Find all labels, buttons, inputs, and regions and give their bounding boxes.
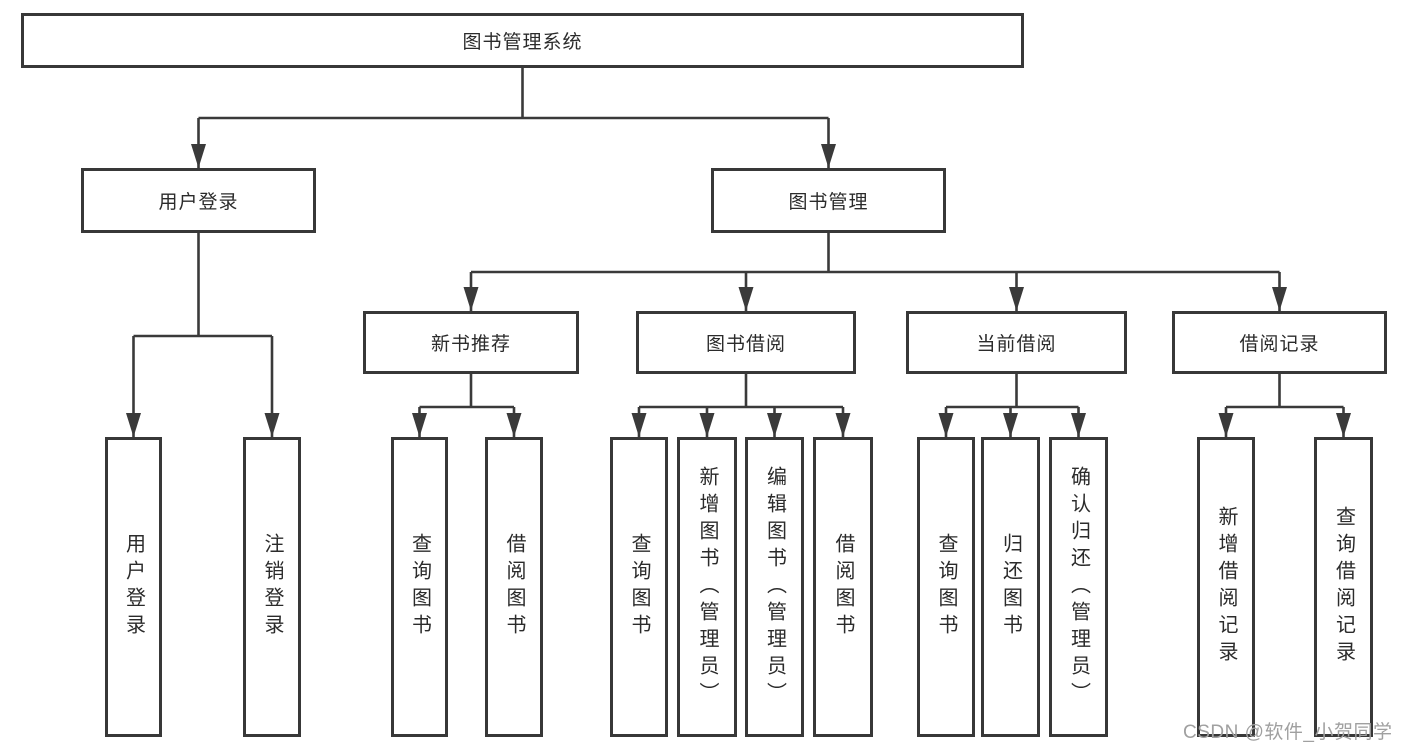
node-label: 查询借阅记录 [1332, 506, 1355, 668]
node-book-borrowing: 图书借阅 [636, 311, 856, 374]
node-label: 图书借阅 [705, 334, 786, 355]
leaf-logout: 注销登录 [243, 437, 301, 737]
leaf-confirm-return-admin: 确认归还（管理员） [1049, 437, 1108, 737]
node-new-book-recommend: 新书推荐 [363, 311, 579, 374]
node-borrowing-records: 借阅记录 [1172, 311, 1387, 374]
node-label: 注销登录 [261, 533, 283, 641]
leaf-add-borrow-record: 新增借阅记录 [1197, 437, 1255, 737]
node-book-management: 图书管理 [711, 168, 946, 233]
leaf-query-books-recommend: 查询图书 [391, 437, 448, 737]
leaf-query-books-borrowing: 查询图书 [610, 437, 668, 737]
leaf-return-books: 归还图书 [981, 437, 1040, 737]
leaf-user-login: 用户登录 [105, 437, 162, 737]
leaf-borrow-books-recommend: 借阅图书 [485, 437, 543, 737]
node-label: 借阅记录 [1239, 334, 1320, 355]
node-label: 新增图书（管理员） [696, 465, 718, 709]
csdn-watermark: CSDN @软件_小贺同学 [1183, 722, 1393, 743]
node-label: 归还图书 [999, 533, 1022, 641]
node-label: 图书管理 [788, 192, 869, 213]
leaf-edit-books-admin: 编辑图书（管理员） [745, 437, 804, 737]
node-label: 查询图书 [408, 533, 431, 641]
node-label: 图书管理系统 [462, 32, 583, 53]
node-current-borrowing: 当前借阅 [906, 311, 1127, 374]
node-user-login: 用户登录 [81, 168, 316, 233]
node-library-management-system: 图书管理系统 [21, 13, 1024, 68]
node-label: 查询图书 [935, 533, 957, 641]
node-label: 借阅图书 [503, 533, 525, 641]
node-label: 新增借阅记录 [1215, 506, 1237, 668]
node-label: 借阅图书 [832, 533, 854, 641]
node-label: 用户登录 [158, 192, 239, 213]
leaf-borrow-books: 借阅图书 [813, 437, 873, 737]
node-label: 新书推荐 [430, 334, 511, 355]
node-label: 当前借阅 [976, 334, 1057, 355]
leaf-add-books-admin: 新增图书（管理员） [677, 437, 737, 737]
node-label: 查询图书 [628, 533, 650, 641]
node-label: 编辑图书（管理员） [763, 465, 786, 709]
leaf-query-books-current: 查询图书 [917, 437, 975, 737]
leaf-query-borrow-record: 查询借阅记录 [1314, 437, 1373, 737]
node-label: 用户登录 [122, 533, 145, 641]
node-label: 确认归还（管理员） [1067, 465, 1090, 709]
